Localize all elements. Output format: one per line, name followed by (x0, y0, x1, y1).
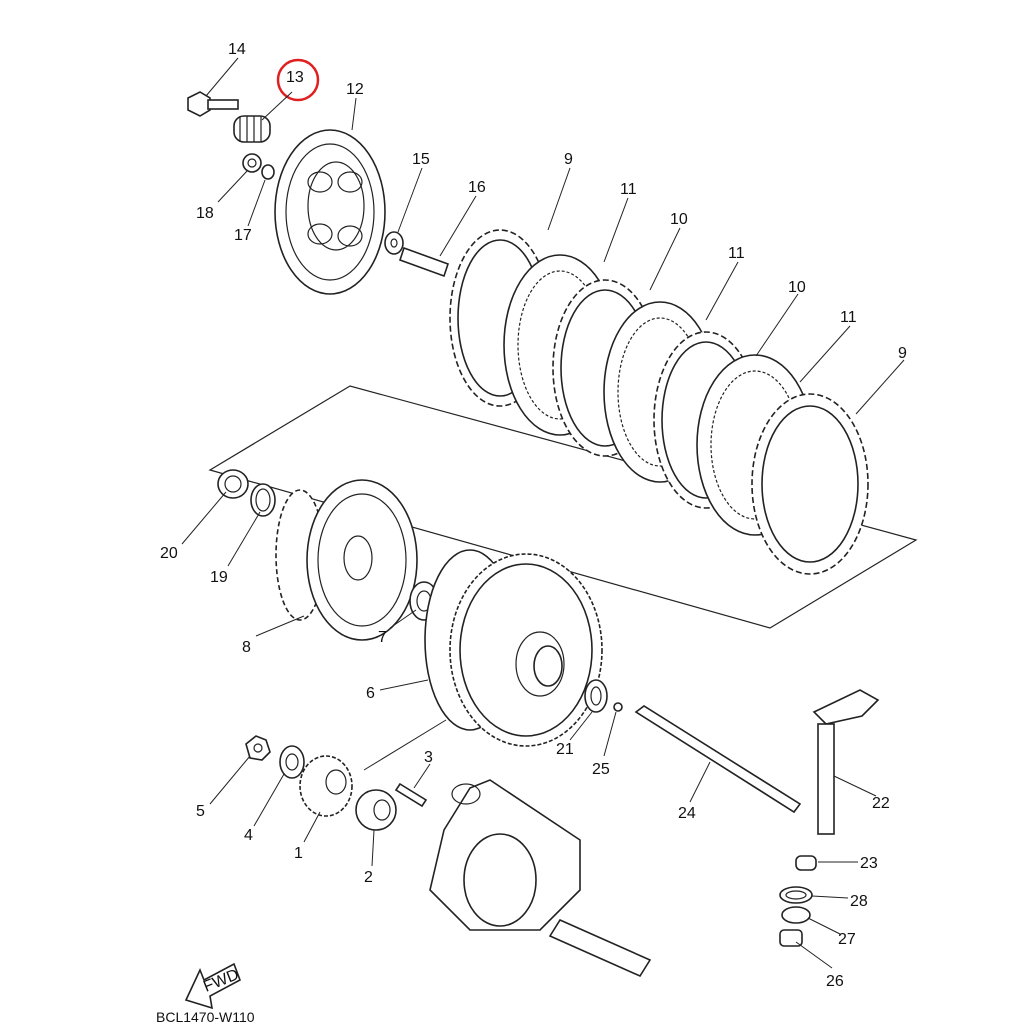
washer-15[interactable] (384, 231, 404, 255)
part-label-p28[interactable]: 28 (850, 893, 868, 910)
part-label-p20[interactable]: 20 (160, 545, 178, 562)
part-label-p14[interactable]: 14 (228, 41, 246, 58)
push-rod-16[interactable] (398, 246, 450, 278)
spring-13[interactable] (233, 115, 271, 143)
diagram-code: BCL1470-W110 (156, 1009, 255, 1024)
part-label-p8[interactable]: 8 (242, 639, 251, 656)
part-label-p11c[interactable]: 11 (840, 309, 857, 326)
part-label-p4[interactable]: 4 (244, 827, 253, 844)
clutch-pack-bracket (208, 385, 918, 629)
part-label-p13[interactable]: 13 (286, 69, 304, 86)
pressure-plate-12[interactable] (274, 129, 386, 295)
bearing-20[interactable] (217, 469, 249, 499)
part-label-p3[interactable]: 3 (424, 749, 433, 766)
part-label-p11a[interactable]: 11 (620, 181, 637, 198)
washer-17[interactable] (261, 164, 275, 180)
nut-5[interactable] (245, 735, 271, 761)
part-label-p27[interactable]: 27 (838, 931, 856, 948)
primary-driven-gear-6[interactable] (424, 549, 603, 747)
nut-18[interactable] (242, 153, 262, 173)
part-label-p2[interactable]: 2 (364, 869, 373, 886)
part-label-p10b[interactable]: 10 (788, 279, 806, 296)
part-label-p23[interactable]: 23 (860, 855, 878, 872)
highlight-ring-13 (276, 58, 320, 102)
part-label-p17[interactable]: 17 (234, 227, 252, 244)
circlip-28[interactable] (779, 886, 813, 904)
part-labels: 1234567899101011111112131415161718192021… (160, 41, 907, 990)
leader-lines (181, 57, 905, 969)
key-3[interactable] (394, 782, 428, 808)
thrust-washer-21[interactable] (584, 679, 608, 713)
part-label-p16[interactable]: 16 (468, 179, 486, 196)
part-label-p5[interactable]: 5 (196, 803, 205, 820)
push-lever-shaft-22[interactable] (812, 689, 880, 835)
part-label-p25[interactable]: 25 (592, 761, 610, 778)
part-label-p15[interactable]: 15 (412, 151, 430, 168)
part-label-p10a[interactable]: 10 (670, 211, 688, 228)
fwd-arrow-icon: FWD (184, 962, 241, 1010)
oil-seal-27[interactable] (781, 906, 811, 924)
part-label-p9a[interactable]: 9 (564, 151, 573, 168)
clutch-boss-8[interactable] (275, 479, 418, 641)
washer-4[interactable] (279, 745, 305, 779)
bearing-2[interactable] (355, 789, 397, 831)
part-label-p18[interactable]: 18 (196, 205, 214, 222)
push-rod-24[interactable] (634, 705, 802, 814)
spring-23[interactable] (795, 855, 817, 871)
circlip-19[interactable] (250, 483, 276, 517)
primary-drive-gear-1[interactable] (299, 755, 353, 817)
part-label-p24[interactable]: 24 (678, 805, 696, 822)
part-label-p11b[interactable]: 11 (728, 245, 745, 262)
friction-plate-9b[interactable] (751, 393, 869, 575)
part-label-p6[interactable]: 6 (366, 685, 375, 702)
part-label-p22[interactable]: 22 (872, 795, 890, 812)
part-label-p1[interactable]: 1 (294, 845, 303, 862)
part-label-p12[interactable]: 12 (346, 81, 364, 98)
crankshaft (429, 779, 652, 978)
part-label-p26[interactable]: 26 (826, 973, 844, 990)
bolt-14[interactable] (187, 91, 239, 117)
part-label-p19[interactable]: 19 (210, 569, 228, 586)
ball-25[interactable] (613, 702, 623, 712)
part-label-p7[interactable]: 7 (378, 629, 387, 646)
part-label-p9b[interactable]: 9 (898, 345, 907, 362)
part-label-p21[interactable]: 21 (556, 741, 574, 758)
